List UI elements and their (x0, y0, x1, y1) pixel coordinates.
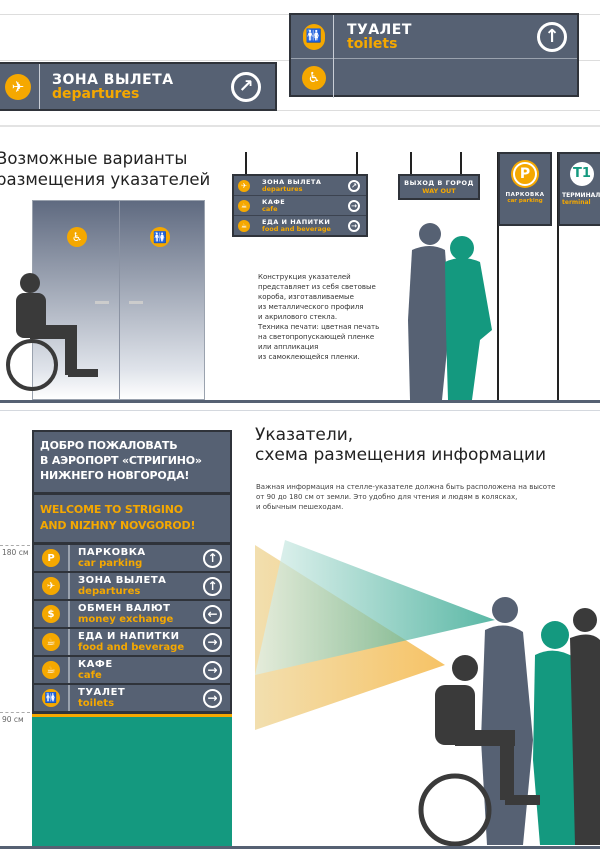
welcome-en: WELCOME TO STRIGINO AND NIZHNY NOVGOROD! (34, 495, 230, 542)
text-line: от 90 до 180 см от земли. Это удобно для… (256, 493, 518, 501)
row-ru: ЕДА И НАПИТКИ (78, 631, 180, 642)
sign-en: departures (52, 86, 140, 102)
parking-icon: P (513, 162, 537, 186)
row-en: food and beverage (78, 642, 185, 653)
arrow-icon: → (348, 219, 360, 232)
text-line: на светопропускающей пленке (258, 333, 375, 341)
parking-sign: P ПАРКОВКА car parking (498, 152, 552, 226)
arrow-up-icon: ↑ (537, 21, 567, 52)
section-title: Указатели,схема размещения информации (255, 425, 547, 465)
people-silhouette (408, 223, 492, 400)
toilets-icon: 🚻 (150, 227, 170, 247)
text-line: Важная информация на стелле-указателе до… (256, 483, 556, 491)
row-icon: ☕ (42, 633, 60, 651)
terminal-ru: ТЕРМИНАЛ (562, 192, 600, 199)
stele: ДОБРО ПОЖАЛОВАТЬ В АЭРОПОРТ «СТРИГИНО» НИЖ… (32, 430, 232, 847)
arrow-icon: → (348, 199, 360, 212)
text-line: ДОБРО ПОЖАЛОВАТЬ (40, 439, 178, 452)
arrow-icon: ↗ (348, 179, 360, 192)
arrow-up-right-icon: ↗ (231, 71, 261, 102)
arrow-icon: ↑ (203, 548, 222, 568)
text-line: представляет из себя световые (258, 283, 376, 291)
row-ru: КАФЕ (78, 659, 113, 670)
row-ru: ЗОНА ВЫЛЕТА (78, 575, 167, 586)
section-divider (0, 125, 600, 127)
sign-en: toilets (347, 36, 398, 52)
row-en: car parking (78, 558, 143, 569)
view-cones (255, 540, 600, 847)
toilets-sign: 🚻 ТУАЛЕТ toilets ↑ ♿ (289, 13, 579, 98)
row-icon: ✈ (42, 577, 60, 595)
wheelchair-icon: ♿ (67, 227, 87, 247)
height-180-label: 180 см (2, 548, 29, 557)
coffee-icon: ☕ (238, 219, 250, 232)
construction-description: Конструкция указателей представляет из се… (258, 272, 379, 362)
row-en: departures (78, 586, 141, 597)
plane-icon: ✈ (5, 73, 31, 100)
row-icon: $ (42, 605, 60, 623)
arrow-icon: → (203, 632, 222, 652)
way-out-sign: ВЫХОД В ГОРОД WAY OUT (398, 174, 480, 200)
floor-line (0, 400, 600, 403)
stele-base (32, 717, 232, 847)
terminal-icon: T1 (570, 162, 594, 186)
text-line: или аппликация (258, 343, 319, 351)
text-line: НИЖНЕГО НОВГОРОДА! (40, 469, 190, 482)
row-en: money exchange (78, 614, 174, 625)
standing-view-cone (255, 540, 495, 675)
row-icon: ☕ (42, 661, 60, 679)
text-line: короба, изготавливаемые (258, 293, 354, 301)
doors: ♿ 🚻 (32, 200, 205, 400)
row-en: cafe (78, 670, 102, 681)
text-line: из металлического профиля (258, 303, 364, 311)
text-line: Техника печати: цветная печать (258, 323, 380, 331)
welcome-ru: ДОБРО ПОЖАЛОВАТЬ В АЭРОПОРТ «СТРИГИНО» НИЖ… (34, 432, 230, 492)
terminal-en: terminal (562, 199, 591, 206)
wheelchair-user-silhouette (435, 655, 540, 805)
text-line: AND NIZHNY NOVGOROD! (40, 519, 196, 532)
text-line: из самоклеющейся пленки. (258, 353, 360, 361)
row-en: toilets (78, 698, 115, 709)
coffee-icon: ☕ (238, 199, 250, 212)
text-line: и акрилового стекла. (258, 313, 338, 321)
arrow-icon: → (203, 660, 222, 680)
text-line: Конструкция указателей (258, 273, 351, 281)
arrow-icon: ← (203, 604, 222, 624)
wheelchair-user-silhouette (6, 273, 98, 391)
row-ru: ТУАЛЕТ (78, 687, 126, 698)
text-line: WELCOME TO STRIGINO (40, 503, 183, 516)
row-icon: P (42, 549, 60, 567)
accent-stripe (32, 714, 232, 717)
arrow-icon: → (203, 688, 222, 708)
departures-sign: ✈ ЗОНА ВЫЛЕТА departures ↗ (0, 62, 277, 111)
terminal-sign: T1 ТЕРМИНАЛ terminal (558, 152, 600, 226)
placement-description: Важная информация на стелле-указателе до… (256, 482, 555, 512)
guide-line (0, 110, 600, 111)
row-ru: ОБМЕН ВАЛЮТ (78, 603, 171, 614)
height-90-label: 90 см (2, 715, 24, 724)
sign-ru: ЗОНА ВЫЛЕТА (52, 72, 174, 88)
sign-ru: ТУАЛЕТ (347, 22, 412, 38)
text-line: В АЭРОПОРТ «СТРИГИНО» (40, 454, 202, 467)
toilets-icon: 🚻 (303, 23, 325, 50)
row-ru: ПАРКОВКА (78, 547, 146, 558)
text-line: и обычным пешеходам. (256, 503, 344, 511)
floor-line (0, 846, 600, 849)
wheelchair-icon: ♿ (302, 66, 326, 90)
arrow-icon: ↑ (203, 576, 222, 596)
guide-line (0, 410, 600, 411)
row-icon: 🚻 (42, 689, 60, 707)
plane-icon: ✈ (238, 179, 250, 192)
